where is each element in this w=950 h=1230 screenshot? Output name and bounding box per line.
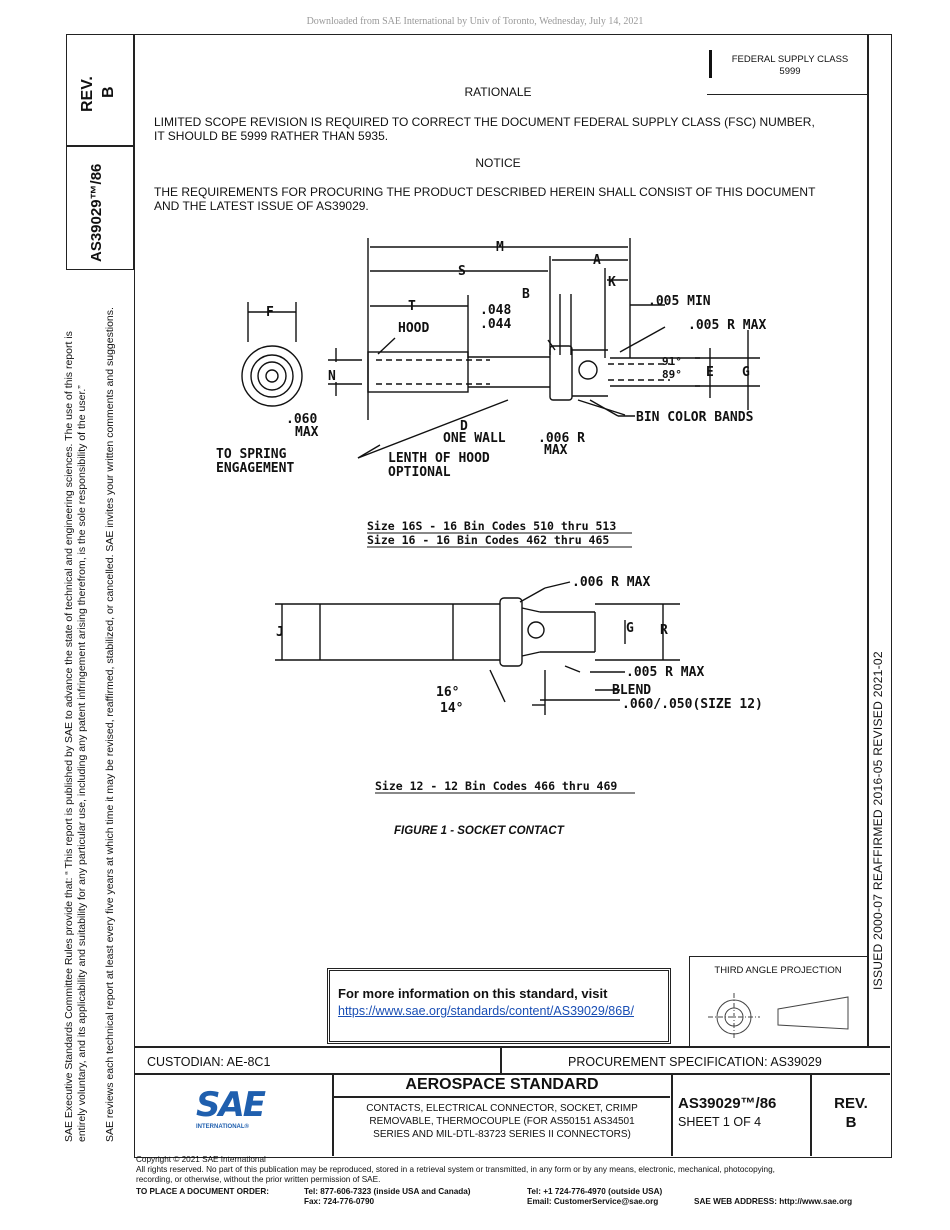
label-engagement: ENGAGEMENT [216,461,294,476]
download-note: Downloaded from SAE International by Uni… [306,16,644,27]
left-rev-label: REV. [79,76,96,112]
dim-006-r: .006 R [538,431,585,446]
docnum-divider [671,1074,673,1156]
notice-title: NOTICE [475,156,521,170]
rules-line-3: SAE reviews each technical report at lea… [104,307,116,1142]
fax: Fax: 724-776-0790 [304,1197,375,1206]
notice-line-2: AND THE LATEST ISSUE OF AS39029. [154,199,369,213]
fsc-value: 5999 [779,66,801,77]
sae-logo: SAE INTERNATIONAL® [196,1088,276,1138]
table1-row-1: Size 16S - 16 Bin Codes 510 thru 513 [367,519,616,533]
dim-048: .048 [480,303,511,318]
info-box-title: For more information on this standard, v… [338,986,608,1001]
standard-link[interactable]: https://www.sae.org/standards/content/AS… [338,1004,635,1018]
ang-89: 89° [662,368,682,381]
main-frame [134,34,892,1158]
title-doc-number: AS39029™/86 [678,1095,777,1112]
fsc-bar [709,50,712,78]
dim-r-lower: R [660,623,668,638]
label-lenth-of-hood: LENTH OF HOOD [388,451,490,466]
copyright: Copyright © 2021 SAE International [136,1155,266,1164]
left-rev-block [66,34,134,146]
desc-line-2: REMOVABLE, THERMOCOUPLE (FOR AS50151 AS3… [369,1116,635,1127]
dim-a: A [593,253,601,268]
dim-t: T [408,299,416,314]
title-rev-value: B [845,1114,857,1131]
sheet-number: SHEET 1 OF 4 [678,1115,762,1129]
tel-usa: Tel: 877-606-7323 (inside USA and Canada… [304,1187,471,1196]
sae-logo-sub: INTERNATIONAL® [196,1124,249,1130]
sae-logo-text: SAE [196,1085,266,1125]
socket-contact-drawing: M S A K B T F .048 .044 HOOD .005 MIN .0… [216,238,766,794]
figure-caption: FIGURE 1 - SOCKET CONTACT [394,825,564,837]
dim-b: B [522,287,530,302]
rationale-title: RATIONALE [464,85,532,99]
dim-s: S [458,264,466,279]
right-strip-divider [867,34,869,1046]
label-hood: HOOD [398,321,429,336]
info-box [327,968,671,1044]
procurement-spec: PROCUREMENT SPECIFICATION: AS39029 [568,1055,822,1069]
dim-g-lower: G [626,621,634,636]
desc-line-3: SERIES AND MIL-DTL-83723 SERIES II CONNE… [373,1129,631,1140]
fsc-box [707,46,867,95]
label-bin-color-bands: BIN COLOR BANDS [636,410,754,425]
label-blend: BLEND [612,683,651,698]
dim-g: G [742,365,750,380]
dim-k: K [608,275,616,290]
rationale-line-1: LIMITED SCOPE REVISION IS REQUIRED TO CO… [154,115,815,129]
issue-dates: ISSUED 2000-07 REAFFIRMED 2016-05 REVISE… [871,651,885,990]
left-doc-block [66,146,134,270]
fsc-label: FEDERAL SUPPLY CLASS [731,54,849,65]
rights-line-1: All rights reserved. No part of this pub… [136,1165,775,1174]
title-block-topline [134,1046,890,1048]
logo-divider [332,1074,334,1156]
title-rev-label: REV. [834,1095,868,1112]
rationale-line-2: IT SHOULD BE 5999 RATHER THAN 5935. [154,129,389,143]
third-angle-projection-icon [708,993,849,1040]
web-address: SAE WEB ADDRESS: http://www.sae.org [694,1197,853,1206]
order-label: TO PLACE A DOCUMENT ORDER: [136,1187,269,1196]
custodian: CUSTODIAN: AE-8C1 [147,1055,271,1069]
dim-005-rmax: .005 R MAX [688,318,766,333]
dim-f: F [266,305,274,320]
left-rev-value: B [100,86,117,98]
rules-line-1: SAE Executive Standards Committee Rules … [63,331,75,1142]
email: Email: CustomerService@sae.org [527,1197,659,1206]
table2-row-1: Size 12 - 12 Bin Codes 466 thru 469 [375,779,617,793]
tel-intl: Tel: +1 724-776-4970 (outside USA) [527,1187,663,1196]
rules-line-2: entirely voluntary, and its applicabilit… [76,385,88,1142]
table1-row-2: Size 16 - 16 Bin Codes 462 thru 465 [367,533,609,547]
rights-line-2: recording, or otherwise, without the pri… [136,1175,381,1184]
dim-006-rmax-lower: .006 R MAX [572,575,650,590]
dim-d: D [460,419,468,434]
heading-underline [334,1096,670,1098]
dim-060-max: MAX [295,425,319,440]
dim-060: .060 [286,412,317,427]
dim-005-min: .005 MIN [648,294,711,309]
dim-j: J [276,625,284,640]
aerospace-standard-heading: AEROSPACE STANDARD [405,1076,599,1093]
rev-divider [810,1074,812,1156]
ang-16: 16° [436,685,459,700]
dim-size-12: .060/.050(SIZE 12) [622,697,763,712]
projection-box [689,956,868,1047]
desc-line-1: CONTACTS, ELECTRICAL CONNECTOR, SOCKET, … [366,1103,638,1114]
notice-line-1: THE REQUIREMENTS FOR PROCURING THE PRODU… [154,185,816,199]
left-doc-number: AS39029™/86 [88,163,105,262]
ang-14: 14° [440,701,463,716]
label-optional: OPTIONAL [388,465,451,480]
label-to-spring: TO SPRING [216,447,287,462]
label-one-wall: ONE WALL [443,431,506,446]
dim-m: M [496,240,504,255]
dim-005-rmax-lower: .005 R MAX [626,665,704,680]
dim-006-max: MAX [544,443,568,458]
ang-91: 91° [662,355,682,368]
projection-label: THIRD ANGLE PROJECTION [714,965,842,976]
custodian-divider [500,1047,502,1073]
title-block-midline [134,1073,890,1075]
dim-n: N [328,369,336,384]
dim-e: E [706,365,714,380]
dim-044: .044 [480,317,511,332]
